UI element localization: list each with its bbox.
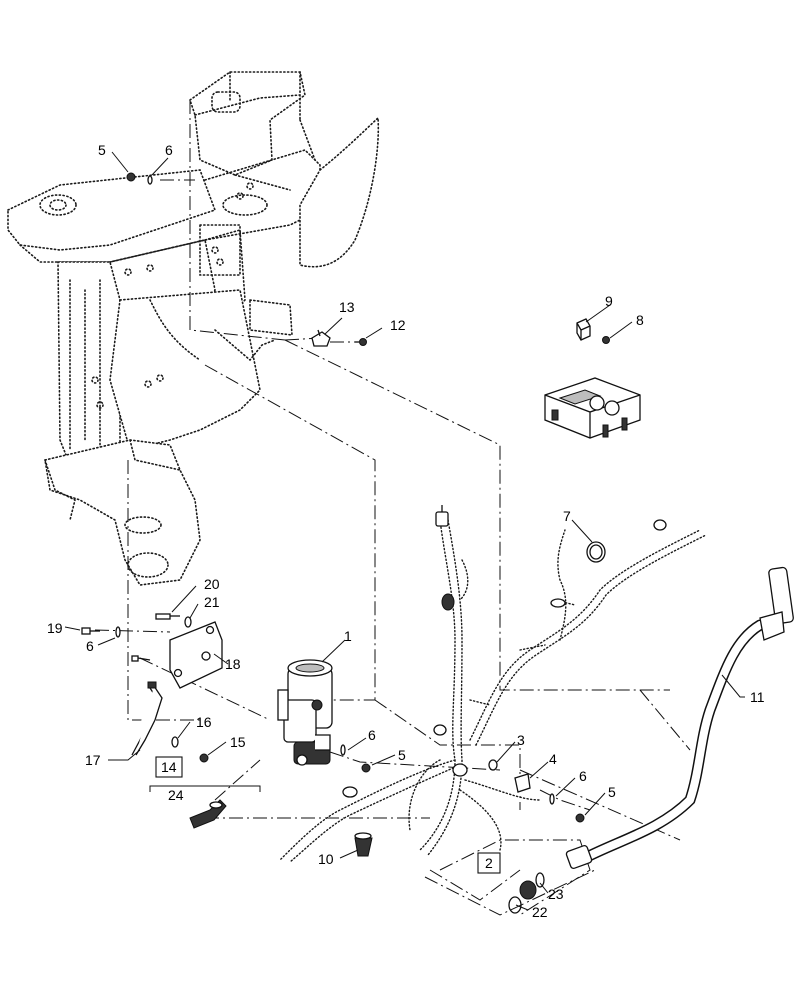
callout-21: 21: [204, 594, 220, 610]
callout-19: 19: [47, 620, 63, 636]
washer-16: [171, 736, 179, 748]
callout-14-box: [155, 756, 183, 778]
callout-3: 3: [517, 732, 525, 748]
frame-holes: [91, 182, 254, 409]
mounting-bracket: [169, 621, 223, 689]
callout-18: 18: [225, 656, 241, 672]
relay: [576, 318, 591, 341]
callout-7: 7: [563, 508, 571, 524]
connector-10: [354, 832, 373, 857]
screw-12: [355, 338, 367, 346]
callout-16: 16: [196, 714, 212, 730]
callout-6-left: 6: [86, 638, 94, 654]
bolt-19: [81, 627, 100, 635]
washer-6-right: [549, 793, 555, 805]
washer-6-left: [115, 626, 121, 638]
fuse-screw: [602, 336, 610, 344]
starter-motor: [277, 659, 333, 766]
callout-5-top: 5: [98, 142, 106, 158]
wiring-harness: [279, 519, 707, 863]
callout-20: 20: [204, 576, 220, 592]
callout-15: 15: [230, 734, 246, 750]
callout-6-mid: 6: [368, 727, 376, 743]
callout-4: 4: [549, 751, 557, 767]
fitting-23: [519, 872, 545, 900]
callout-13: 13: [339, 299, 355, 315]
callout-24: 24: [168, 787, 184, 803]
harness-clips: [342, 519, 667, 798]
nut-5-mid: [361, 763, 371, 773]
grommet-3: [488, 759, 498, 771]
cable-tie: [586, 541, 606, 563]
leader-lines: [64, 151, 745, 911]
callout-11: 11: [750, 689, 765, 705]
callout-12: 12: [390, 317, 406, 333]
nut-top: [126, 172, 136, 182]
hose-11: [565, 566, 794, 870]
nut-15: [199, 753, 209, 763]
bolt-under-bracket: [131, 655, 151, 662]
callout-17: 17: [85, 752, 101, 768]
callout-labels: 5 6 9 8 13 12 7 1 11 20 21 19 6 18 17 16…: [47, 142, 765, 920]
callout-1: 1: [344, 628, 352, 644]
ground-strap: [131, 681, 163, 756]
nut-5-right: [575, 813, 585, 823]
washer-top: [147, 175, 153, 185]
callout-6-top: 6: [165, 142, 173, 158]
callout-2-box: [477, 852, 501, 874]
callout-2: 2: [485, 855, 493, 871]
clamp-bracket: [311, 329, 331, 347]
bolt-20: [155, 613, 180, 620]
callout-5-right: 5: [608, 784, 616, 800]
callout-14: 14: [161, 759, 177, 775]
clip-4: [514, 773, 531, 793]
washer-6-mid: [340, 744, 346, 756]
bushing-22: [508, 896, 522, 914]
callout-10: 10: [318, 851, 334, 867]
harness-connector-top: [435, 505, 449, 527]
washer-21: [184, 616, 192, 628]
fuse-relay-box: [544, 377, 641, 439]
callout-5-mid: 5: [398, 747, 406, 763]
callout-23: 23: [548, 886, 564, 902]
callout-8: 8: [636, 312, 644, 328]
callout-9: 9: [605, 293, 613, 309]
machine-frame: [7, 71, 380, 586]
callout-6-right: 6: [579, 768, 587, 784]
callout-22: 22: [532, 904, 548, 920]
fitting-24: [189, 799, 227, 829]
